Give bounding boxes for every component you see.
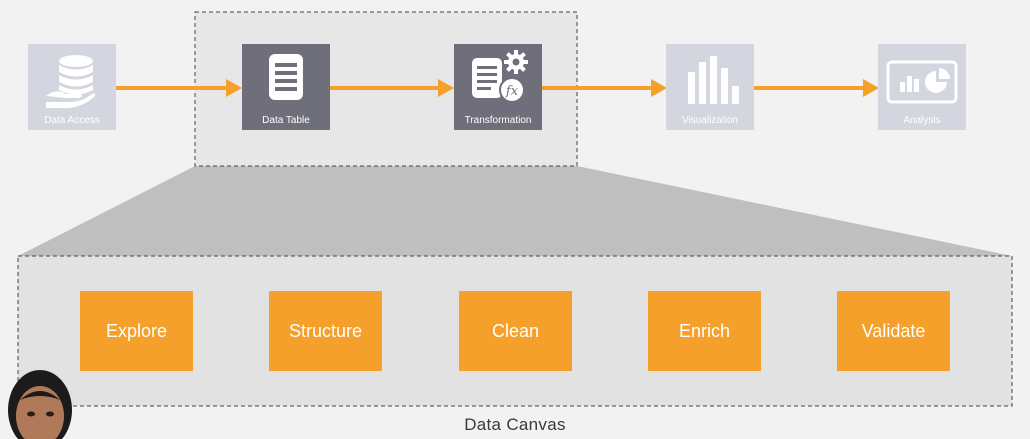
step-clean: Clean — [459, 291, 572, 371]
document-list-icon — [269, 54, 303, 100]
node-visualization: Visualization — [666, 44, 754, 130]
dashboard-chart-icon — [886, 60, 958, 104]
database-hand-icon — [46, 55, 96, 108]
step-explore: Explore — [80, 291, 193, 371]
node-data-table: Data Table — [242, 44, 330, 130]
step-enrich: Enrich — [648, 291, 761, 371]
data-canvas-title: Data Canvas — [464, 415, 566, 434]
node-label: Data Access — [44, 115, 100, 126]
pipeline-arrows — [116, 79, 879, 97]
node-label: Transformation — [464, 115, 532, 126]
step-validate: Validate — [837, 291, 950, 371]
bar-chart-icon — [688, 56, 739, 104]
node-analysis: Analysis — [878, 44, 966, 130]
zoom-wedge — [18, 166, 1012, 256]
presenter-video-thumbnail — [0, 358, 80, 439]
node-label: Analysis — [903, 115, 941, 126]
node-transformation: fx Transformation — [454, 44, 542, 130]
svg-text:fx: fx — [505, 84, 519, 99]
node-label: Data Table — [262, 115, 310, 126]
document-gear-function-icon: fx — [472, 50, 528, 103]
data-canvas-border — [17, 255, 1013, 407]
node-label: Visualization — [682, 115, 738, 126]
presenter-avatar — [8, 370, 72, 439]
step-structure: Structure — [269, 291, 382, 371]
node-data-access: Data Access — [28, 44, 116, 130]
